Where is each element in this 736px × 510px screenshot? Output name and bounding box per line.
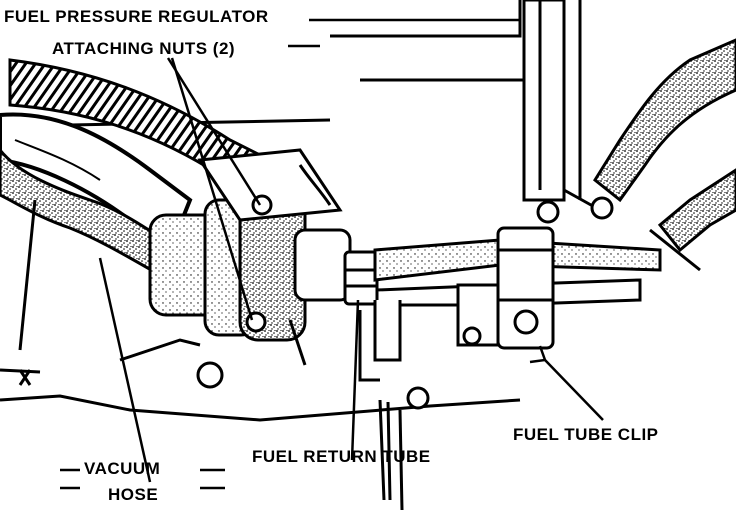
- fuel-return-tube-label: FUEL RETURN TUBE: [252, 447, 431, 466]
- regulator-body: [148, 148, 352, 366]
- lower-fittings: [18, 361, 430, 510]
- fuel-pressure-regulator-label: FUEL PRESSURE REGULATOR: [4, 7, 269, 26]
- right-fuel-hoses: [593, 38, 736, 272]
- attaching-nuts-label: ATTACHING NUTS (2): [52, 39, 236, 58]
- leader-lines: [60, 18, 604, 490]
- fuel-tube-clip-drawing: [456, 196, 614, 350]
- vacuum-label: VACUUM: [84, 459, 161, 478]
- fuel-tube-clip-label: FUEL TUBE CLIP: [513, 425, 659, 444]
- hose-label: HOSE: [108, 485, 159, 504]
